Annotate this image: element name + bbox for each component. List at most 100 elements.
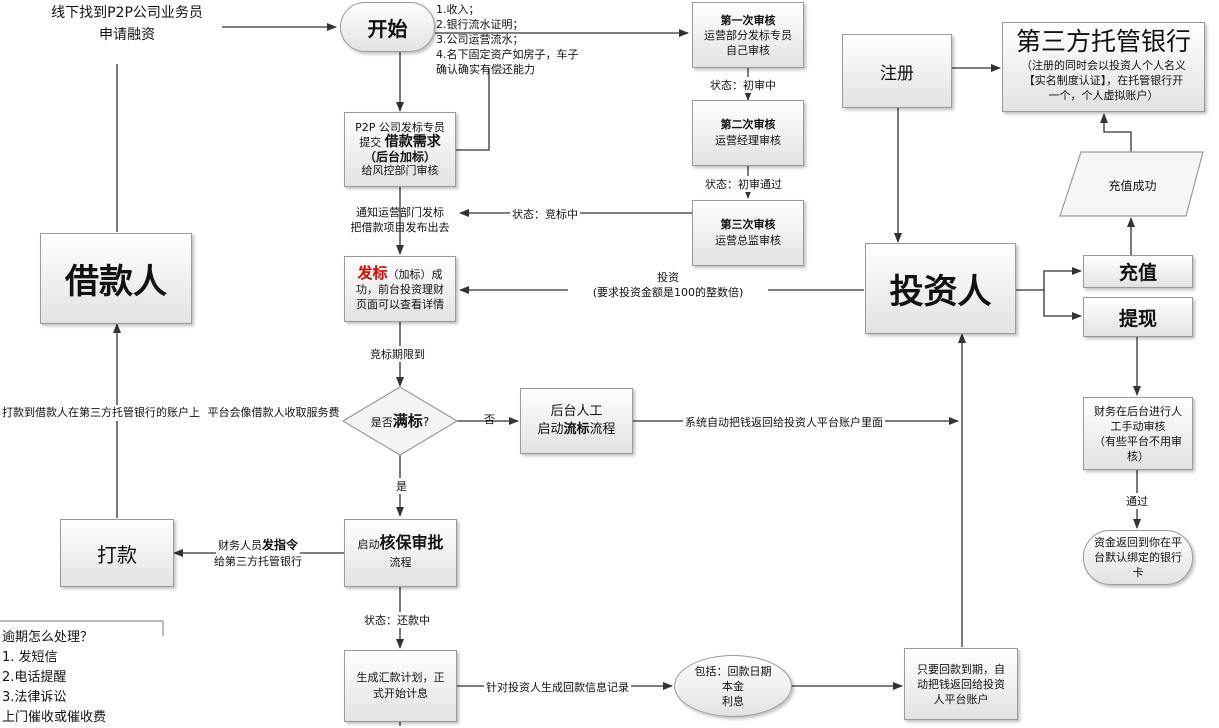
approve-box: 启动核保审批 流程 [344, 519, 457, 587]
plan-line: 生成汇款计划，正 [356, 671, 445, 684]
overdue-line: 上门催收或催收费 [2, 710, 107, 725]
finance-review-line: 核） [1127, 449, 1149, 463]
include-line: 本金 [722, 679, 744, 693]
decision-emphasis: 满标 [392, 412, 423, 430]
connector-submit-docs [456, 68, 490, 151]
recharge-success-parallelogram [1059, 151, 1204, 217]
pay-box: 打款 [60, 519, 174, 587]
finance-instruction: 财务人员发指令 给第三方托管银行 [198, 537, 318, 570]
approve-line: 启动核保审批 [357, 533, 444, 552]
submit-line: 给风控部门审核 [361, 164, 439, 177]
doc-item: 1.收入； [436, 3, 480, 16]
plan-line: 式开始计息 [373, 687, 428, 700]
manual-fail-box: 后台人工 启动流标流程 [520, 388, 633, 454]
finance-review-line: 财务在后台进行人 [1094, 404, 1182, 418]
bank-desc-line: 一个，个人虚拟账户） [1048, 89, 1159, 102]
bank-box: 第三方托管银行 （注册的同时会以投资人个人名义 【实名制度认证】，在托管银行开 … [1002, 22, 1205, 112]
borrower-box: 借款人 [40, 233, 192, 324]
withdraw-box: 提现 [1083, 297, 1193, 337]
register-label: 注册 [880, 63, 914, 84]
invest-line: (要求投资金额是100的整数倍) [568, 285, 768, 300]
offline-line2: 申请融资 [99, 27, 155, 43]
review3-box: 第三次审核 运营总监审核 [692, 200, 804, 266]
review1-line: 自己审核 [726, 43, 770, 57]
review2-line: 运营经理审核 [715, 134, 781, 147]
submit-line: 提交 借款需求 [359, 134, 441, 150]
include-line: 包括：回款日期 [694, 664, 772, 678]
doc-item: 4.名下固定资产如房子，车子 [436, 48, 579, 61]
register-box: 注册 [842, 34, 952, 108]
due-line: 人平台账户 [933, 692, 989, 706]
publish-line: 页面可以查看详情 [356, 298, 444, 311]
due-box: 只要回款到期，自 动把钱返回给投资 人平台账户 [904, 648, 1018, 720]
status-repaying: 状态：还款中 [362, 612, 432, 628]
manual-line: 后台人工 [550, 404, 603, 419]
refund-line: 资金返回到你在平 [1094, 536, 1182, 549]
invest-line: 投资 [655, 270, 681, 285]
offline-request-text: 线下找到P2P公司业务员 申请融资 [22, 2, 232, 46]
pass-label: 通过 [1124, 493, 1150, 509]
bank-title: 第三方托管银行 [1015, 27, 1191, 56]
connector-success-bank [1100, 113, 1132, 152]
overdue-divider [0, 620, 164, 636]
submit-box: P2P 公司发标专员 提交 借款需求 （后台加标） 给风控部门审核 [344, 112, 456, 187]
offline-line1: 线下找到P2P公司业务员 [51, 5, 203, 21]
decision-yes: 是 [394, 478, 409, 494]
finance-emphasis: 发指令 [261, 538, 298, 552]
start-label: 开始 [367, 16, 408, 41]
plan-box: 生成汇款计划，正 式开始计息 [344, 650, 457, 722]
publish-emphasis: 发标 [357, 264, 388, 282]
status-bidding: 状态：竞标中 [510, 206, 580, 222]
review1-line: 运营部分发标专员 [704, 28, 792, 42]
investor-label: 投资人 [889, 272, 992, 312]
decision-diamond [341, 386, 459, 456]
overdue-line: 3.法律诉讼 [2, 690, 67, 705]
include-line: 利息 [722, 694, 744, 708]
start-node: 开始 [340, 2, 435, 52]
manual-line: 启动流标流程 [537, 422, 616, 437]
submit-emphasis: 借款需求 [384, 134, 441, 150]
finance-review-line: （有些平台不用审 [1094, 434, 1182, 448]
manual-emphasis: 流标 [563, 422, 590, 437]
pay-desc-line: 平台会像借款人收取服务费 [205, 405, 342, 421]
pay-desc-line: 打款到借款人在第三方托管银行的账户上 [0, 405, 202, 421]
doc-item: 2.银行流水证明； [436, 18, 524, 31]
review2-title: 第二次审核 [720, 118, 776, 131]
finance-review-line: 工手动审核 [1110, 419, 1166, 433]
refund-box: 资金返回到你在平 台默认绑定的银行 卡 [1083, 530, 1193, 585]
finance-line: 给第三方托管银行 [198, 554, 318, 570]
doc-item: 确认确实有偿还能力 [436, 63, 535, 76]
review1-box: 第一次审核 运营部分发标专员 自己审核 [692, 2, 804, 68]
recharge-success-label: 充值成功 [1108, 179, 1157, 193]
approve-line: 流程 [389, 556, 412, 569]
review1-title: 第一次审核 [720, 13, 776, 27]
notify-line: 通知运营部门发标 [356, 206, 444, 219]
overdue-line: 2.电话提醒 [2, 670, 67, 685]
auto-return-label: 系统自动把钱返回给投资人平台账户里面 [683, 414, 885, 430]
decision-label: 是否满标? [370, 412, 430, 430]
refund-line: 卡 [1132, 566, 1144, 579]
notify-text: 通知运营部门发标 把借款项目发布出去 [340, 205, 460, 235]
submit-line: （后台加标） [363, 150, 436, 164]
bid-deadline-label: 竞标期限到 [368, 346, 427, 362]
decision-no: 否 [484, 413, 495, 426]
invest-label: 投资 (要求投资金额是100的整数倍) [568, 270, 768, 300]
overdue-line: 1. 发短信 [2, 650, 58, 665]
status-initial: 状态：初审中 [708, 77, 778, 93]
required-documents: 1.收入； 2.银行流水证明； 3.公司运营流水； 4.名下固定资产如房子，车子… [436, 2, 579, 77]
investor-box: 投资人 [865, 243, 1016, 334]
review3-title: 第三次审核 [720, 218, 776, 231]
status-initial-pass: 状态：初审通过 [703, 176, 784, 192]
recharge-box: 充值 [1083, 255, 1193, 288]
pay-label: 打款 [97, 542, 137, 567]
approve-emphasis: 核保审批 [379, 533, 444, 552]
borrower-label: 借款人 [65, 262, 167, 302]
publish-line: 发标（加标）成 [357, 264, 443, 282]
bank-desc-line: （注册的同时会以投资人个人名义 [1021, 59, 1186, 72]
overdue-note: 逾期怎么处理？ 1. 发短信 2.电话提醒 3.法律诉讼 上门催收或催收费 [2, 628, 106, 728]
publish-line: 功，前台投资理财 [356, 283, 444, 296]
connector-investor-recharge [1016, 267, 1082, 291]
recharge-label: 充值 [1118, 262, 1157, 284]
publish-box: 发标（加标）成 功，前台投资理财 页面可以查看详情 [344, 256, 456, 322]
finance-line: 财务人员发指令 [215, 537, 300, 554]
